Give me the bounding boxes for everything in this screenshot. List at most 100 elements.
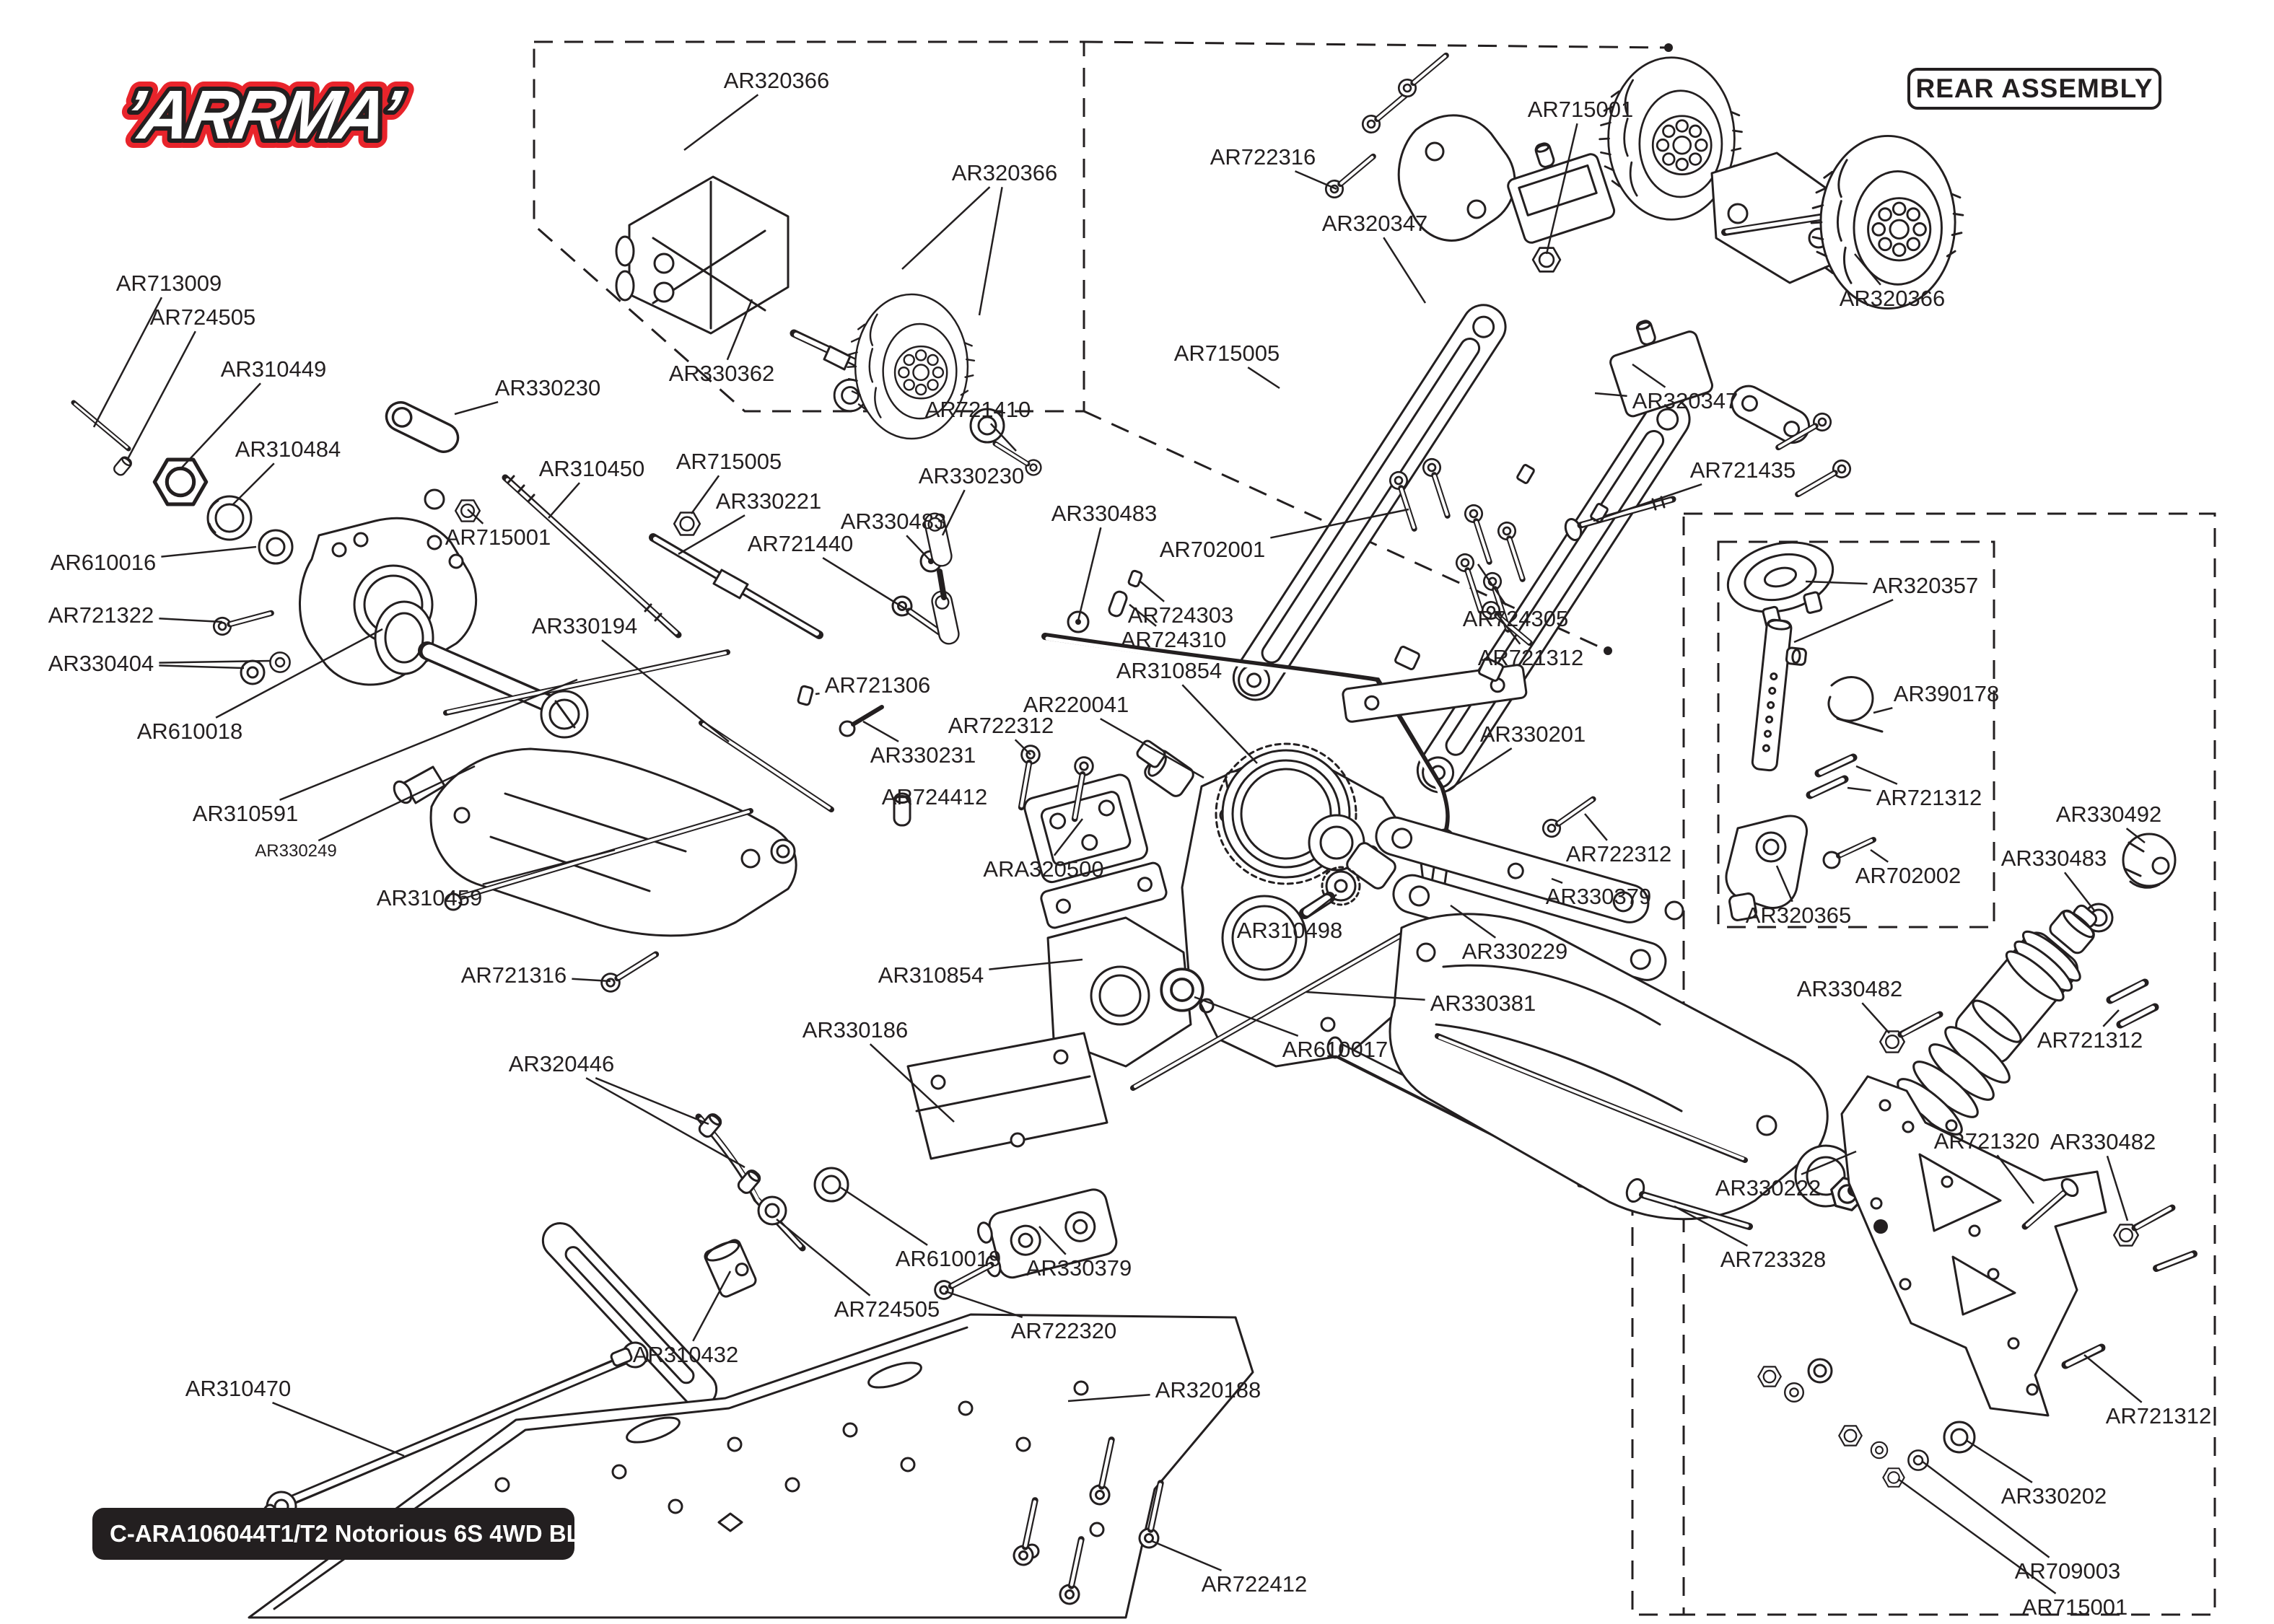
leader-line: [2102, 1009, 2120, 1027]
part-label: AR320188: [1155, 1377, 1261, 1403]
leader-line: [683, 94, 759, 151]
wheelie-bar-arms-assembly: [1224, 49, 1964, 802]
footer-text: C-ARA106044T1/T2 Notorious 6S 4WD BLX 1/…: [110, 1520, 714, 1547]
part-label: AR310591: [192, 801, 299, 826]
leader-line: [1477, 563, 1507, 606]
leader-line: [159, 664, 245, 670]
leader-line: [840, 1186, 928, 1246]
leader-line: [279, 678, 578, 801]
leader-line: [1854, 253, 1881, 286]
leader-line: [906, 535, 930, 561]
leader-line: [1129, 604, 1157, 627]
part-label: AR320365: [1745, 903, 1852, 928]
part-label: AR330230: [918, 463, 1025, 488]
leader-line: [1100, 718, 1204, 779]
part-label: AR610018: [136, 719, 243, 744]
part-label: AR330483: [2000, 846, 2107, 871]
leader-line: [126, 330, 196, 461]
leader-line: [272, 1402, 405, 1457]
part-label: AR715005: [1173, 341, 1280, 366]
part-label: AR721316: [460, 962, 567, 988]
part-label: AR320347: [1632, 388, 1739, 413]
leader-line: [1140, 581, 1165, 602]
leader-line: [1805, 580, 1868, 585]
title-badge: REAR ASSEMBLY: [1907, 68, 2161, 110]
part-label: AR715001: [1527, 97, 1634, 122]
part-label: AR721322: [48, 602, 154, 628]
part-label: AR310432: [632, 1342, 739, 1367]
page-title: REAR ASSEMBLY: [1915, 74, 2153, 103]
shock-tower-assembly: [1625, 1075, 2198, 1488]
leader-line: [2083, 1354, 2143, 1403]
part-label: AR320357: [1872, 573, 1979, 598]
leader-line: [822, 557, 909, 612]
part-label: AR724505: [149, 304, 256, 330]
leader-line: [1584, 813, 1608, 841]
part-label: AR330186: [802, 1017, 909, 1043]
leader-line: [1053, 818, 1083, 856]
leader-line: [690, 475, 720, 514]
leader-line: [1873, 707, 1893, 714]
leader-line: [941, 489, 966, 536]
part-label: AR310470: [185, 1376, 292, 1401]
part-label: AR702001: [1159, 537, 1266, 562]
part-label: AR610019: [895, 1246, 1002, 1271]
leader-line: [595, 1077, 709, 1125]
leader-line: [1965, 1439, 2033, 1483]
part-label: AR715005: [675, 449, 782, 474]
leader-line: [945, 1290, 1023, 1318]
leader-line: [467, 509, 484, 524]
leader-line: [1014, 739, 1031, 755]
leader-line: [159, 618, 223, 623]
leader-line: [989, 423, 1017, 452]
part-label: AR721312: [1876, 785, 1982, 810]
part-label: AR724305: [1462, 606, 1569, 631]
leader-line: [1151, 1540, 1222, 1571]
part-label: AR713009: [115, 271, 222, 296]
leader-line: [978, 187, 1003, 316]
part-label: AR610017: [1282, 1037, 1389, 1062]
part-label: AR721312: [2105, 1403, 2212, 1428]
leader-line: [548, 482, 580, 519]
leader-line: [215, 628, 383, 719]
leader-line: [1861, 1002, 1890, 1034]
leader-line: [1996, 1154, 2034, 1204]
logo-fill: ’ARRMA’: [118, 76, 408, 154]
logo-outline-red: ’ARRMA’: [118, 76, 408, 154]
part-label: AR320347: [1321, 211, 1428, 236]
part-label: AR330482: [2050, 1129, 2156, 1154]
part-label: AR310450: [538, 456, 645, 481]
leader-line: [1593, 483, 1702, 522]
part-label: AR310449: [220, 356, 327, 382]
part-label: AR310484: [235, 436, 341, 462]
part-label: AR721312: [1477, 645, 1584, 670]
part-label: AR330222: [1715, 1175, 1822, 1201]
leader-line: [901, 186, 991, 270]
part-label: AR330231: [870, 742, 976, 768]
leader-line: [572, 978, 611, 983]
leader-line: [1632, 363, 1666, 388]
part-label: AR330221: [715, 488, 822, 514]
part-label: AR330249: [255, 841, 337, 861]
leader-line: [678, 514, 745, 556]
part-label: AR721320: [1933, 1128, 2040, 1154]
leader-line: [815, 692, 820, 695]
part-label: AR722312: [1565, 841, 1672, 866]
part-label: AR722320: [1010, 1318, 1117, 1343]
leader-line: [1038, 1226, 1067, 1255]
leader-line: [1551, 877, 1563, 884]
part-label: AR722412: [1201, 1571, 1308, 1597]
arrma-logo: ’ARRMA’ ’ARRMA’ ’ARRMA’: [108, 66, 417, 163]
leader-line: [1855, 765, 1898, 785]
leader-line: [2106, 1155, 2129, 1221]
leader-line: [989, 958, 1083, 970]
part-label: AR310854: [1116, 658, 1223, 683]
part-label: AR330194: [531, 613, 638, 638]
leader-line: [862, 720, 899, 742]
logo-outline-black: ’ARRMA’: [118, 76, 408, 154]
part-label: AR715001: [2021, 1594, 2128, 1620]
part-label: AR330229: [1461, 939, 1568, 964]
leader-line: [92, 297, 163, 428]
leader-line: [1847, 786, 1871, 792]
